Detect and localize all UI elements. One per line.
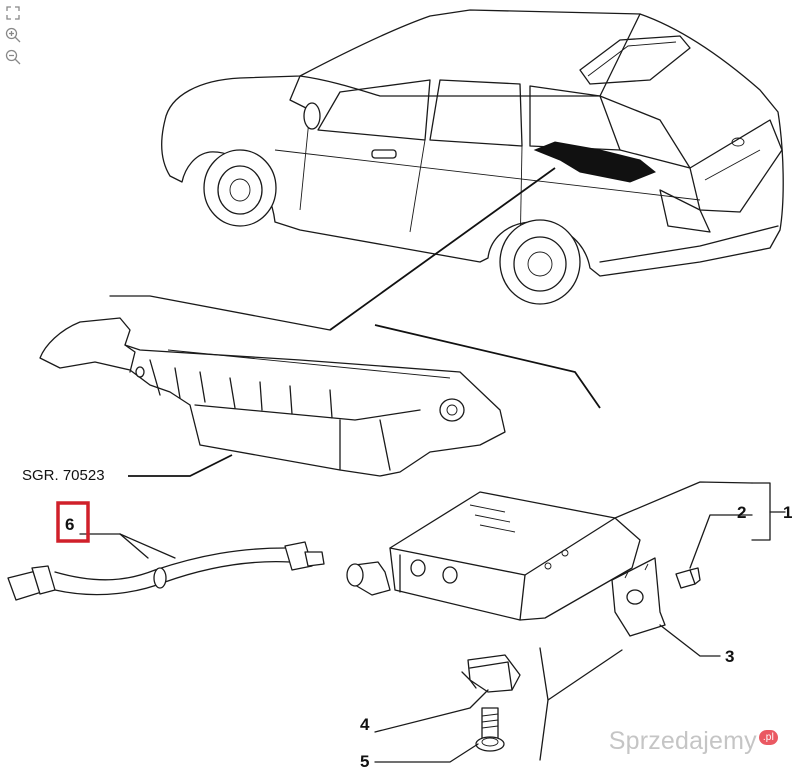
callout-5: 5 bbox=[360, 752, 369, 771]
watermark: Sprzedajemy.pl bbox=[609, 727, 778, 756]
cable-harness bbox=[7, 541, 325, 601]
callout-1: 1 bbox=[783, 503, 792, 522]
mounting-bracket-assembly bbox=[39, 295, 506, 477]
callout-2: 2 bbox=[737, 503, 746, 522]
mounting-bracket bbox=[611, 557, 666, 637]
clip-part-4 bbox=[461, 654, 521, 693]
fullscreen-icon[interactable] bbox=[4, 4, 22, 22]
watermark-text: Sprzedajemy bbox=[608, 727, 757, 755]
zoom-out-icon[interactable] bbox=[4, 48, 22, 66]
rear-wheel bbox=[499, 219, 581, 305]
callout-3: 3 bbox=[725, 647, 734, 666]
screw-part-2 bbox=[675, 567, 701, 589]
front-wheel bbox=[203, 149, 277, 227]
control-unit bbox=[346, 491, 641, 621]
location-highlight bbox=[533, 141, 656, 183]
callout-6-highlight-box bbox=[56, 501, 90, 543]
bolt-part-5 bbox=[475, 707, 505, 752]
callout-4: 4 bbox=[360, 715, 370, 734]
viewer-toolbar bbox=[4, 4, 26, 70]
callout-6: 6 bbox=[65, 515, 74, 534]
watermark-badge: .pl bbox=[758, 729, 778, 745]
reference-label: SGR. 70523 bbox=[22, 467, 105, 484]
car-illustration bbox=[161, 9, 784, 305]
zoom-in-icon[interactable] bbox=[4, 26, 22, 44]
